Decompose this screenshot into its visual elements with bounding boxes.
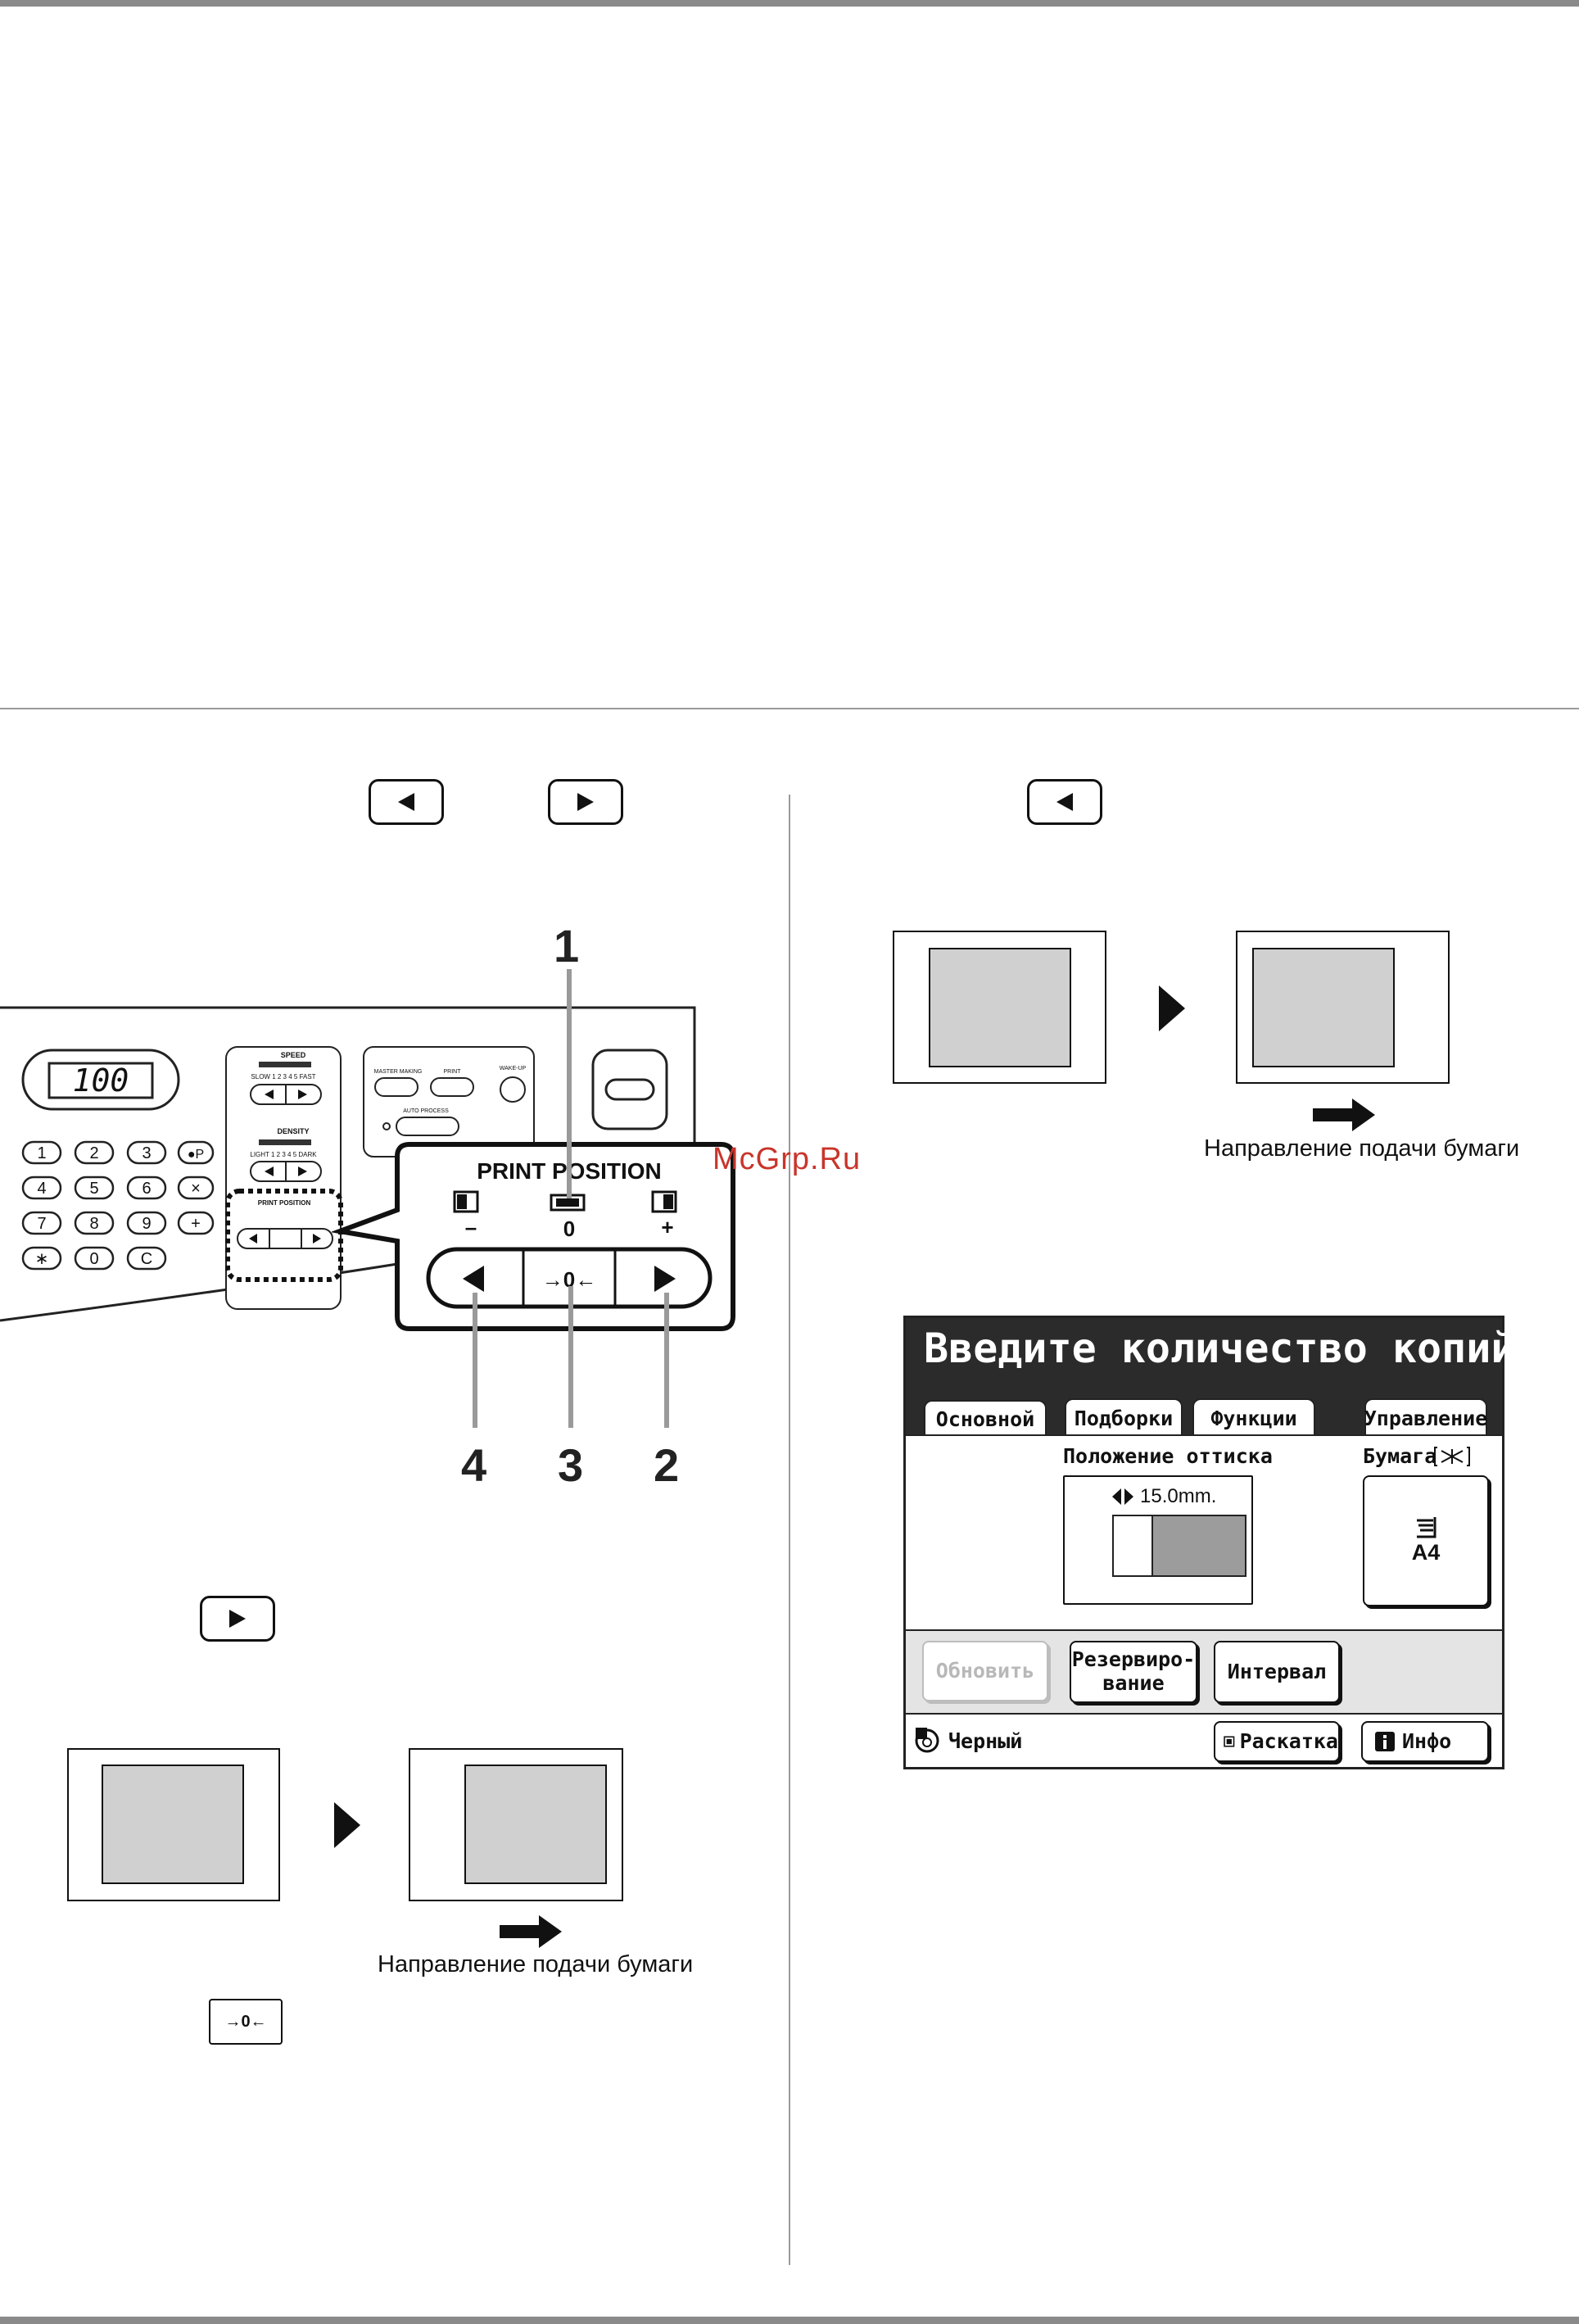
print-area-before-left: [102, 1765, 244, 1884]
right-arrow-key: [548, 779, 623, 825]
watermark: McGrp.Ru: [713, 1142, 862, 1176]
svg-text:+: +: [191, 1215, 201, 1233]
info-button[interactable]: Инфо: [1361, 1721, 1489, 1762]
svg-text:7: 7: [37, 1215, 46, 1233]
feed-direction-caption-right: Направление подачи бумаги: [1204, 1135, 1520, 1162]
rolling-button[interactable]: Раскатка: [1214, 1721, 1340, 1762]
reservation-label-line2: вание: [1102, 1671, 1165, 1695]
print-position-value: 15.0mm.: [1140, 1485, 1217, 1507]
position-arrows-icon: [1112, 1488, 1133, 1505]
callout-number-3: 3: [558, 1439, 584, 1491]
interval-button[interactable]: Интервал: [1214, 1641, 1340, 1703]
paper-tray-icon: [1434, 1447, 1470, 1466]
ink-color-label: Черный: [948, 1729, 1023, 1753]
svg-text:PRINT: PRINT: [444, 1069, 462, 1075]
zero-label: 0: [563, 1216, 575, 1241]
svg-text:5: 5: [89, 1180, 98, 1198]
svg-text:6: 6: [142, 1180, 151, 1198]
print-position-label: Положение оттиска: [1063, 1444, 1273, 1468]
svg-text:4: 4: [37, 1180, 46, 1198]
section-divider: [0, 708, 1579, 709]
tab-basic[interactable]: Основной: [924, 1400, 1047, 1436]
feed-direction-arrow-icon-right: [1313, 1099, 1375, 1131]
touch-panel-screen: Введите количество копий Основной Подбор…: [903, 1316, 1515, 1769]
tab-baseline: [906, 1434, 1502, 1436]
callout-line-3: [568, 1286, 573, 1428]
print-area-after-left: [464, 1765, 607, 1884]
svg-text:8: 8: [89, 1215, 98, 1233]
svg-text:AUTO PROCESS: AUTO PROCESS: [403, 1108, 449, 1114]
svg-text:DENSITY: DENSITY: [277, 1127, 309, 1135]
feed-direction-arrow-icon: [500, 1915, 562, 1948]
ink-drum-icon: [915, 1728, 939, 1753]
paper-label: Бумага: [1363, 1444, 1437, 1468]
update-button[interactable]: Обновить: [922, 1641, 1048, 1701]
print-area-before-right: [929, 948, 1071, 1067]
svg-text:C: C: [141, 1250, 152, 1268]
right-triangle-icon: [577, 793, 594, 811]
position-print-area-icon: [1151, 1515, 1246, 1577]
center-zero-key: →0←: [209, 1999, 283, 2045]
left-triangle-icon: [398, 793, 414, 811]
tab-admin[interactable]: Управление: [1364, 1398, 1487, 1436]
callout-line-4: [473, 1293, 477, 1428]
left-arrow-key-right-column: [1027, 779, 1102, 825]
reservation-button[interactable]: Резервиро- вание: [1070, 1641, 1197, 1703]
svg-text:PRINT POSITION: PRINT POSITION: [258, 1199, 311, 1207]
screen-title: Введите количество копий: [924, 1325, 1516, 1372]
callout-number-2: 2: [654, 1439, 680, 1491]
transition-arrow-icon: [334, 1802, 360, 1848]
svg-text:●P: ●P: [188, 1148, 204, 1162]
svg-text:9: 9: [142, 1215, 151, 1233]
right-arrow-key-step: [200, 1596, 275, 1642]
right-triangle-icon: [229, 1610, 246, 1628]
bottom-border: [0, 2317, 1579, 2324]
info-label: Инфо: [1402, 1728, 1452, 1753]
svg-text:SPEED: SPEED: [281, 1051, 306, 1059]
callout-number-1: 1: [554, 920, 580, 972]
svg-text:LIGHT 1 2 3 4 5 DARK: LIGHT 1 2 3 4 5 DARK: [250, 1151, 317, 1158]
paper-size-value: A4: [1411, 1540, 1441, 1565]
column-divider: [789, 795, 790, 2265]
left-triangle-icon: [1056, 793, 1073, 811]
svg-text:×: ×: [191, 1180, 201, 1198]
reservation-label-line1: Резервиро-: [1071, 1647, 1196, 1672]
svg-text:0: 0: [89, 1250, 98, 1268]
print-position-zoom: PRINT POSITION – 0 + →0←: [332, 1142, 735, 1331]
numeric-keypad: [21, 1140, 215, 1271]
rolling-icon: [1224, 1736, 1235, 1747]
zoom-left-triangle-icon: [463, 1266, 484, 1292]
svg-text:3: 3: [142, 1144, 151, 1162]
paper-stack-icon: [1417, 1517, 1436, 1538]
transition-arrow-icon-right: [1159, 985, 1185, 1031]
callout-line-1: [567, 969, 572, 1198]
plus-label: +: [661, 1215, 673, 1239]
info-icon: [1375, 1732, 1395, 1751]
left-arrow-key: [369, 779, 444, 825]
callout-line-2: [664, 1293, 669, 1428]
svg-text:∗: ∗: [35, 1250, 49, 1268]
minus-label: –: [465, 1215, 477, 1239]
paper-size-button[interactable]: A4: [1363, 1475, 1489, 1606]
callout-number-4: 4: [461, 1439, 487, 1491]
feed-direction-caption: Направление подачи бумаги: [378, 1951, 694, 1977]
svg-text:2: 2: [89, 1144, 98, 1162]
center-zero-key-label: →0←: [224, 2012, 267, 2031]
svg-text:1: 1: [37, 1144, 46, 1162]
tab-functions[interactable]: Функции: [1192, 1398, 1315, 1436]
zoom-right-triangle-icon: [654, 1266, 676, 1292]
tab-selections[interactable]: Подборки: [1065, 1398, 1183, 1436]
print-area-after-right: [1252, 948, 1395, 1067]
print-position-button[interactable]: 15.0mm.: [1063, 1475, 1253, 1605]
svg-text:SLOW 1 2 3 4 5 FAST: SLOW 1 2 3 4 5 FAST: [251, 1073, 315, 1080]
lcd-counter: 100: [73, 1062, 129, 1099]
rolling-label: Раскатка: [1239, 1728, 1338, 1753]
svg-text:MASTER MAKING: MASTER MAKING: [374, 1069, 423, 1075]
top-border: [0, 0, 1579, 7]
svg-text:WAKE-UP: WAKE-UP: [500, 1066, 527, 1071]
